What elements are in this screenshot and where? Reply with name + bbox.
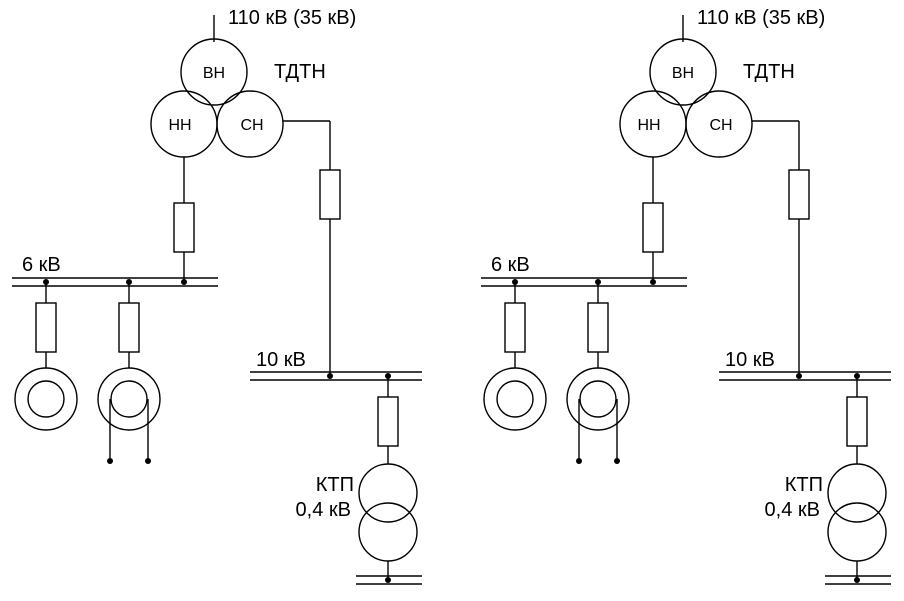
motor1-inner-circle <box>496 380 534 418</box>
bus-10kv-node <box>327 373 333 379</box>
ktp-secondary-winding <box>358 502 418 562</box>
ktp-name-label: КТП <box>316 474 354 496</box>
winding-mv-label: СН <box>709 117 732 134</box>
motor2-switch <box>587 302 609 353</box>
bus-04kv-node <box>854 577 860 583</box>
winding-hv-circle <box>180 38 248 106</box>
mv-feeder-switch <box>788 169 810 220</box>
lv-feeder-switch <box>173 202 195 253</box>
motor2-outer-circle <box>566 367 630 431</box>
motor2-inner-circle <box>579 380 617 418</box>
motor2-outer-circle <box>97 367 161 431</box>
ktp-voltage-label: 0,4 кВ <box>296 499 351 521</box>
motor1-switch <box>504 302 526 353</box>
supply-voltage-label: 110 кВ (35 кВ) <box>228 7 356 29</box>
motor2-rotor-terminal <box>107 458 113 464</box>
winding-mv-circle <box>685 90 753 158</box>
motor1-outer-circle <box>483 367 547 431</box>
motor2-rotor-terminal <box>614 458 620 464</box>
bus-04kv-node <box>385 577 391 583</box>
motor2-inner-circle <box>110 380 148 418</box>
bus-10kv-node <box>796 373 802 379</box>
transformer-type-label: ТДТН <box>274 61 326 83</box>
bus-6kv-node <box>181 279 187 285</box>
lv-feeder-switch <box>642 202 664 253</box>
bus-6kv-node <box>650 279 656 285</box>
motor2-switch <box>118 302 140 353</box>
bus-6kv-label: 6 кВ <box>22 254 61 276</box>
mv-feeder-switch <box>319 169 341 220</box>
ktp-name-label: КТП <box>785 474 823 496</box>
motor2-rotor-terminal <box>145 458 151 464</box>
winding-mv-label: СН <box>240 117 263 134</box>
winding-lv-label: НН <box>637 117 660 134</box>
motor2-rotor-terminal <box>576 458 582 464</box>
scheme-right: 110 кВ (35 кВ) ВН НН СН ТДТН 6 кВ <box>481 7 891 585</box>
ktp-secondary-winding <box>827 502 887 562</box>
bus-10kv-label: 10 кВ <box>725 349 775 371</box>
supply-voltage-label: 110 кВ (35 кВ) <box>697 7 825 29</box>
bus-10kv-label: 10 кВ <box>256 349 306 371</box>
motor1-inner-circle <box>27 380 65 418</box>
ktp-voltage-label: 0,4 кВ <box>765 499 820 521</box>
transformer-type-label: ТДТН <box>743 61 795 83</box>
winding-hv-label: ВН <box>203 65 225 82</box>
ktp-primary-winding <box>358 463 418 523</box>
motor1-outer-circle <box>14 367 78 431</box>
winding-mv-circle <box>216 90 284 158</box>
winding-lv-label: НН <box>168 117 191 134</box>
ktp-primary-winding <box>827 463 887 523</box>
motor1-switch <box>35 302 57 353</box>
scheme-left: 110 кВ (35 кВ) ВН НН СН ТДТН 6 кВ <box>12 7 422 585</box>
winding-hv-label: ВН <box>672 65 694 82</box>
ktp-feeder-switch <box>377 396 399 447</box>
bus-6kv-label: 6 кВ <box>491 254 530 276</box>
ktp-feeder-switch <box>846 396 868 447</box>
winding-hv-circle <box>649 38 717 106</box>
